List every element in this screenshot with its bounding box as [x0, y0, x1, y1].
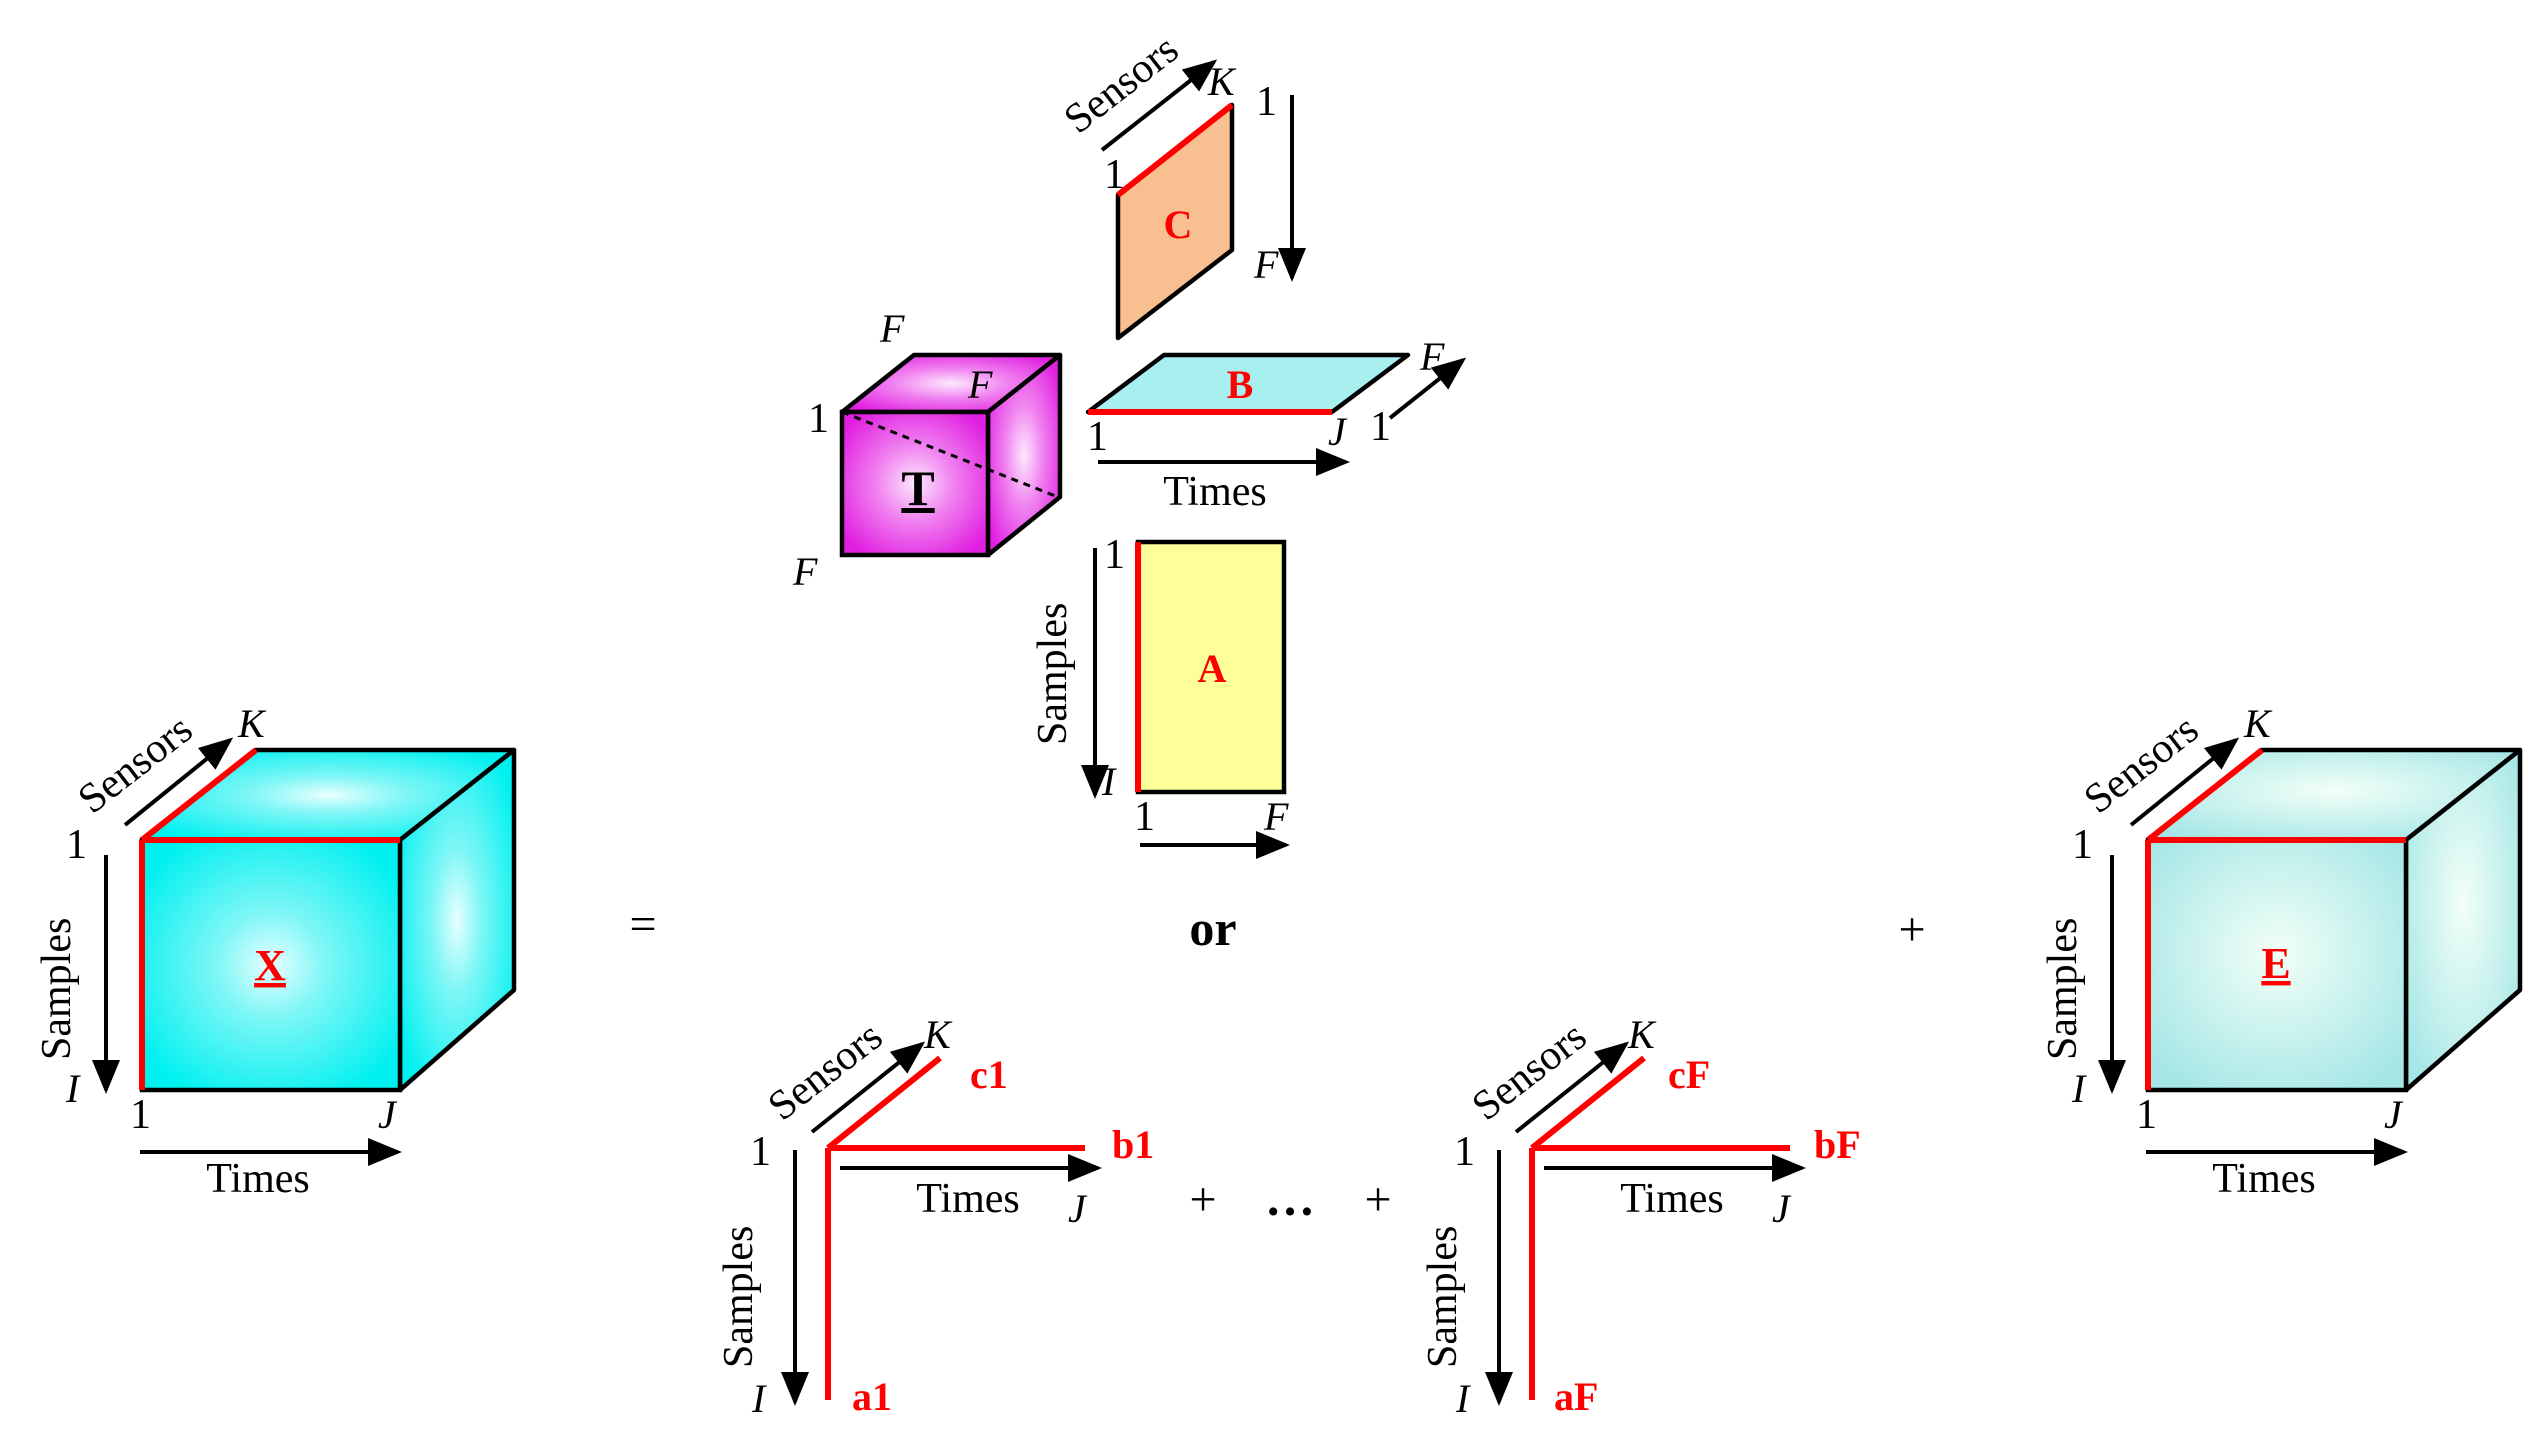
- residual-e-label: E: [2261, 939, 2290, 988]
- times-label: Times: [206, 1156, 310, 1202]
- matrix-b-label: B: [1227, 362, 1254, 407]
- one-label: 1: [1454, 1129, 1475, 1175]
- one-label: 1: [1370, 404, 1391, 450]
- or-label: or: [1189, 900, 1236, 956]
- b1-label: b1: [1112, 1122, 1154, 1167]
- core-tensor-t: T F F 1 F: [792, 306, 1063, 594]
- plus-sign: +: [1364, 1173, 1391, 1226]
- j-label: J: [1772, 1186, 1792, 1231]
- one-label: 1: [1256, 79, 1277, 125]
- residual-e-cube: E: [2145, 747, 2523, 1093]
- matrix-a-label: A: [1198, 646, 1227, 691]
- k-label: K: [2243, 701, 2273, 746]
- rank-one-component-1: Sensors K c1 1 b1 Times J Samples I a1: [716, 1012, 1154, 1421]
- i-label: I: [1455, 1376, 1471, 1421]
- c1-label: c1: [970, 1052, 1008, 1097]
- samples-label: Samples: [34, 918, 80, 1060]
- times-label: Times: [916, 1176, 1020, 1222]
- j-label: J: [2384, 1092, 2404, 1137]
- one-label: 1: [1134, 794, 1155, 840]
- j-label: J: [378, 1092, 398, 1137]
- one-label: 1: [1087, 414, 1108, 460]
- f-label: F: [879, 306, 905, 351]
- one-label: 1: [2072, 822, 2093, 868]
- samples-label: Samples: [716, 1226, 762, 1368]
- plus-sign: +: [1189, 1173, 1216, 1226]
- k-label: K: [923, 1012, 953, 1057]
- samples-label: Samples: [1030, 603, 1076, 745]
- k-label: K: [237, 701, 267, 746]
- k-label: K: [1627, 1012, 1657, 1057]
- f-label: F: [792, 549, 818, 594]
- times-label: Times: [2212, 1156, 2316, 1202]
- i-label: I: [65, 1066, 81, 1111]
- one-label: 1: [130, 1092, 151, 1138]
- i-label: I: [751, 1376, 767, 1421]
- af-label: aF: [1554, 1374, 1598, 1419]
- core-t-label: T: [901, 460, 934, 516]
- j-label: J: [1328, 409, 1348, 454]
- times-label: Times: [1620, 1176, 1724, 1222]
- tensor-x-cube: X: [139, 747, 517, 1093]
- one-label: 1: [66, 822, 87, 868]
- equals-sign: =: [629, 898, 656, 951]
- k-label: K: [1207, 59, 1237, 104]
- plus-sign: +: [1898, 903, 1925, 956]
- i-label: I: [2071, 1066, 2087, 1111]
- f-label: F: [1263, 794, 1289, 839]
- f-label: F: [1253, 242, 1279, 287]
- loading-matrix-a: A 1 Samples I 1 F: [1030, 532, 1290, 859]
- ellipsis: …: [1265, 1170, 1315, 1226]
- samples-label: Samples: [2040, 918, 2086, 1060]
- a1-label: a1: [852, 1374, 892, 1419]
- f-label: F: [1419, 334, 1445, 379]
- loading-matrix-c: C Sensors K 1 1 F: [1056, 26, 1306, 341]
- loading-matrix-b: B F 1 1 J Times: [1085, 334, 1467, 515]
- sensors-label: Sensors: [1056, 26, 1187, 143]
- one-label: 1: [2136, 1092, 2157, 1138]
- one-label: 1: [808, 396, 829, 442]
- i-label: I: [1101, 759, 1117, 804]
- rank-one-component-f: Sensors K cF 1 bF Times J Samples I aF: [1420, 1012, 1861, 1421]
- one-label: 1: [1104, 532, 1125, 578]
- j-label: J: [1068, 1186, 1088, 1231]
- bf-label: bF: [1814, 1122, 1861, 1167]
- tensor-x-label: X: [254, 941, 286, 990]
- f-label: F: [967, 362, 993, 407]
- one-label: 1: [1104, 152, 1125, 198]
- samples-label: Samples: [1420, 1226, 1466, 1368]
- times-label: Times: [1163, 469, 1267, 515]
- one-label: 1: [750, 1129, 771, 1175]
- matrix-c-label: C: [1164, 202, 1193, 247]
- cf-label: cF: [1668, 1052, 1710, 1097]
